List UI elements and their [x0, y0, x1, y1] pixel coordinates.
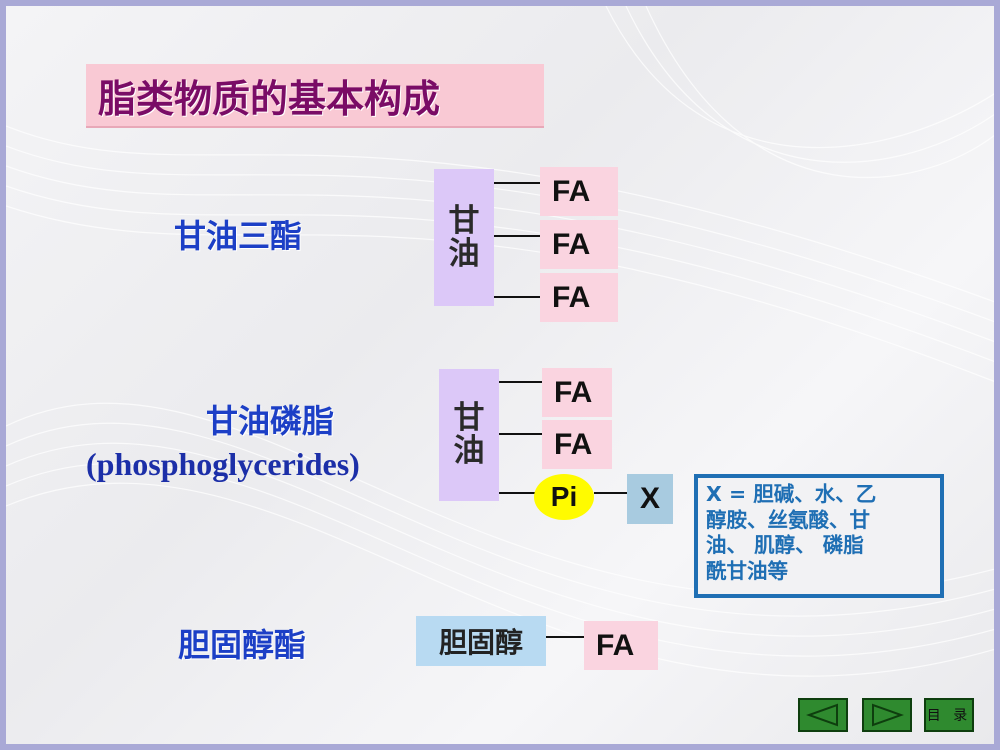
triangle-left-icon: [806, 703, 838, 727]
cholesterol-box: 胆固醇: [416, 616, 546, 666]
bond-line: [594, 492, 627, 494]
note-line: X = 胆碱、水、乙: [706, 482, 877, 506]
bond-line: [494, 182, 540, 184]
phosphoglyceride-english-label: (phosphoglycerides): [86, 446, 360, 482]
triangle-right-icon: [872, 703, 904, 727]
phosphoglyceride-label: 甘油磷脂: [206, 402, 335, 440]
note-line: 酰甘油等: [706, 558, 788, 583]
note-line: 油、 肌醇、 磷脂: [706, 533, 864, 558]
bond-line: [499, 381, 542, 383]
note-line: 醇胺、丝氨酸、甘: [706, 507, 870, 532]
glycerol-char-2: 油: [448, 235, 480, 272]
cholesteryl-ester-label: 胆固醇酯: [178, 626, 307, 664]
toc-label: 目 录: [926, 708, 972, 724]
background-swirl-decoration: [6, 6, 994, 677]
triglyceride-label: 甘油三酯: [174, 217, 303, 255]
phosphate-circle: Pi: [534, 474, 594, 520]
bond-line: [546, 636, 584, 638]
glycerol-char-1: 甘: [453, 400, 485, 437]
title-banner: 脂类物质的基本构成: [86, 64, 544, 128]
bond-line: [499, 433, 542, 435]
x-group-box: X: [627, 474, 673, 524]
fatty-acid-box: FA: [542, 420, 612, 469]
fatty-acid-box: FA: [584, 621, 658, 670]
bond-line: [499, 492, 542, 494]
glycerol-char-1: 甘: [448, 202, 480, 239]
x-definition-note: X = 胆碱、水、乙 醇胺、丝氨酸、甘 油、 肌醇、 磷脂 酰甘油等: [694, 474, 944, 598]
fatty-acid-box: FA: [540, 167, 618, 216]
fatty-acid-box: FA: [542, 368, 612, 417]
bond-line: [494, 296, 540, 298]
previous-slide-button[interactable]: [798, 698, 848, 732]
fatty-acid-box: FA: [540, 273, 618, 322]
glycerol-char-2: 油: [453, 433, 485, 469]
fatty-acid-box: FA: [540, 220, 618, 269]
phosphoglyceride-glycerol-box: 甘 油: [439, 369, 499, 501]
page-title: 脂类物质的基本构成: [98, 76, 441, 121]
triglyceride-glycerol-box: 甘 油: [434, 169, 494, 306]
bond-line: [494, 235, 540, 237]
next-slide-button[interactable]: [862, 698, 912, 732]
table-of-contents-button[interactable]: 目 录: [924, 698, 974, 732]
